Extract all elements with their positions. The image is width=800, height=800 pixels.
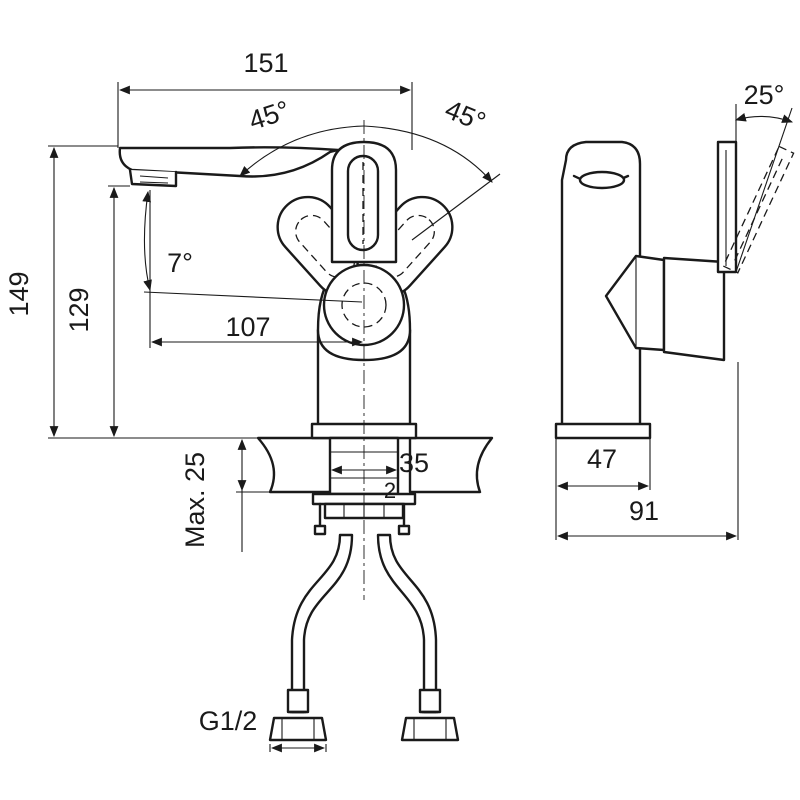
angle-right-label: 45° bbox=[441, 94, 490, 137]
dim-spout-height: 129 bbox=[64, 185, 130, 438]
angle-lever-label: 25° bbox=[744, 80, 785, 110]
connection-thread: G1/2 bbox=[199, 706, 327, 753]
dim-hole: 35 2 bbox=[330, 448, 429, 503]
braided-hoses bbox=[268, 533, 460, 742]
dim-hole-diameter-label: 35 bbox=[399, 448, 429, 478]
dim-width-total: 151 bbox=[117, 48, 413, 150]
dim-base-label: 47 bbox=[587, 444, 617, 474]
dim-height-total: 149 bbox=[4, 145, 260, 439]
dim-max-thickness-label: Max. 25 bbox=[180, 452, 210, 548]
angle-spout-label: 7° bbox=[167, 248, 193, 278]
dim-depth-label: 91 bbox=[629, 496, 659, 526]
angle-left-label: 45° bbox=[245, 95, 293, 136]
dim-height-total-label: 149 bbox=[4, 271, 34, 316]
connection-thread-label: G1/2 bbox=[199, 706, 258, 736]
dim-spout-height-label: 129 bbox=[64, 287, 94, 332]
countertop-section bbox=[256, 436, 494, 494]
dim-small-label: 2 bbox=[384, 478, 396, 503]
front-view: 151 149 129 107 7° bbox=[4, 48, 501, 753]
dim-spout-reach: 107 bbox=[149, 190, 364, 348]
spout bbox=[118, 146, 340, 188]
dim-depth: 91 bbox=[556, 362, 739, 541]
dim-base: 47 bbox=[555, 438, 651, 540]
angle-spout: 7° bbox=[142, 190, 363, 303]
side-view: 25° 47 91 bbox=[554, 80, 795, 541]
dim-spout-reach-label: 107 bbox=[225, 312, 270, 342]
dim-width-total-label: 151 bbox=[243, 48, 288, 78]
dim-max-thickness: Max. 25 bbox=[180, 437, 272, 552]
